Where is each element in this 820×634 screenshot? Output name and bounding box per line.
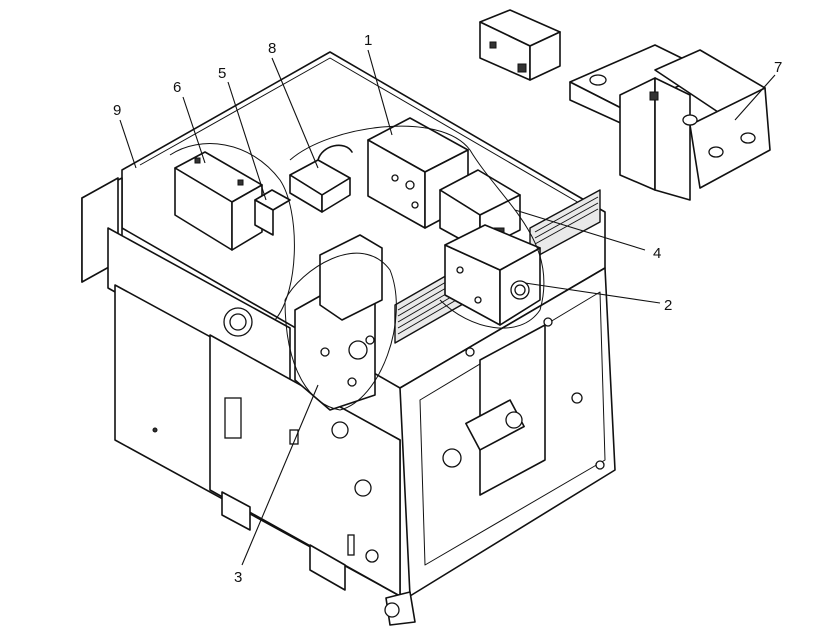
- detached-small-block: [479, 9, 561, 81]
- callout-5: 5: [218, 65, 226, 82]
- leader-5: [227, 81, 267, 201]
- callout-labels: 1 2 3 4 5 6 7 8 9: [113, 32, 782, 586]
- callout-6: 6: [173, 79, 181, 96]
- leader-6: [182, 96, 206, 164]
- leader-lines: [119, 49, 776, 566]
- callout-8: 8: [268, 40, 276, 57]
- callout-2: 2: [664, 297, 672, 314]
- part-3-mechanism-plate: [294, 234, 383, 411]
- callout-9: 9: [113, 102, 121, 119]
- leader-4: [514, 209, 646, 251]
- leader-2: [524, 282, 661, 304]
- part-2-lower-block: [444, 224, 541, 326]
- callout-7: 7: [774, 59, 782, 76]
- leader-9: [119, 119, 137, 169]
- leader-7: [734, 74, 776, 121]
- part-5-bracket: [254, 189, 291, 236]
- highlight-outlines: [169, 125, 545, 411]
- left-side-housing: [81, 177, 291, 391]
- callout-3: 3: [234, 569, 242, 586]
- part-8-handle: [289, 144, 353, 213]
- part-7-detached-clamp: [569, 44, 771, 201]
- right-side-frame: [384, 267, 616, 626]
- leader-3: [241, 384, 319, 566]
- callout-1: 1: [364, 32, 372, 49]
- leader-1: [367, 49, 393, 136]
- leader-8: [271, 57, 319, 169]
- callout-4: 4: [653, 245, 661, 262]
